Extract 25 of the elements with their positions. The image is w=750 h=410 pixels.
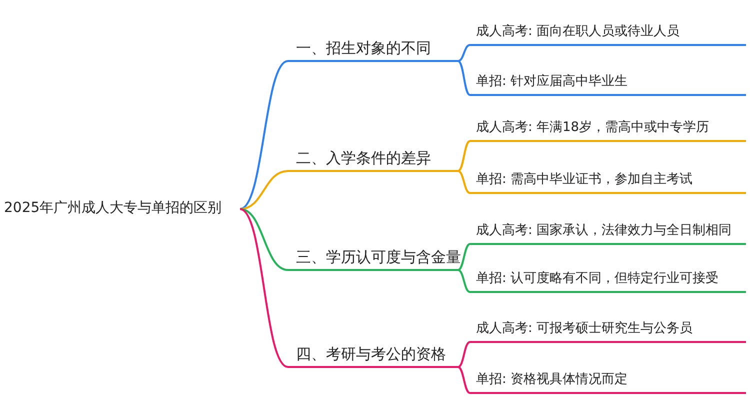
branch-topic: 四、考研与考公的资格 [288, 342, 458, 368]
leaf-topic: 成人高考: 可报考硕士研究生与公务员 [470, 317, 746, 343]
branch-connector [240, 208, 288, 271]
branch-connector [458, 44, 470, 62]
branch-connector [240, 60, 288, 210]
branch-topic: 一、招生对象的不同 [288, 36, 458, 62]
branch-connector [458, 341, 470, 368]
leaf-topic: 成人高考: 年满18岁，需高中或中专学历 [470, 116, 746, 142]
leaf-topic: 单招: 针对应届高中毕业生 [470, 70, 746, 96]
branch-connector [458, 170, 470, 194]
leaf-topic: 单招: 资格视具体情况而定 [470, 368, 746, 394]
branch-connector [458, 366, 470, 394]
root-topic: 2025年广州成人大专与单招的区别 [4, 196, 240, 222]
leaf-topic: 单招: 需高中毕业证书，参加自主考试 [470, 168, 746, 194]
branch-connector [458, 140, 470, 172]
branch-topic: 二、入学条件的差异 [288, 146, 458, 172]
branch-connector [240, 170, 288, 210]
branch-connector [458, 60, 470, 96]
leaf-topic: 成人高考: 面向在职人员或待业人员 [470, 20, 746, 46]
branch-connector [240, 208, 288, 368]
branch-connector [458, 269, 470, 293]
branch-connector [458, 243, 470, 271]
leaf-topic: 成人高考: 国家承认，法律效力与全日制相同 [470, 219, 746, 245]
branch-topic: 三、学历认可度与含金量 [288, 245, 458, 271]
leaf-topic: 单招: 认可度略有不同，但特定行业可接受 [470, 267, 746, 293]
